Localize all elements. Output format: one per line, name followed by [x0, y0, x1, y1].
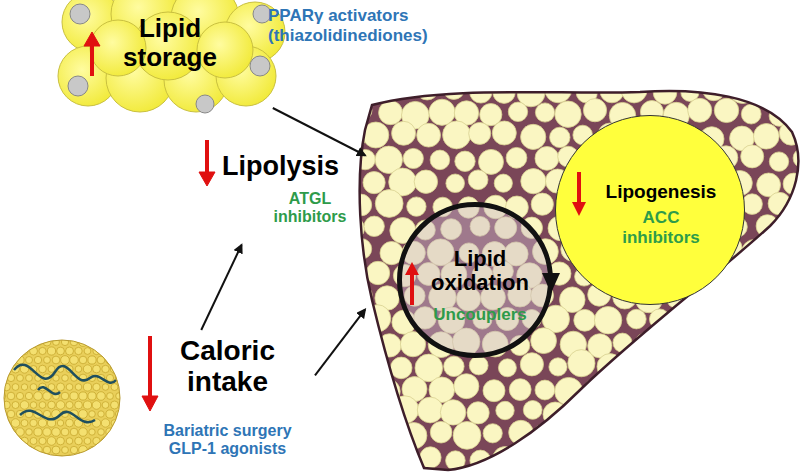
change-arrow	[572, 202, 586, 216]
liver-illustration	[336, 75, 800, 475]
node-title: Caloric intake	[160, 336, 295, 398]
change-arrow	[577, 172, 581, 204]
change-arrow	[405, 262, 419, 275]
drug-label: ATGL inhibitors	[260, 190, 360, 227]
drug-label: PPARγ activators (thiazolidinediones)	[268, 6, 448, 45]
flow-arrow	[315, 310, 365, 376]
node-title: Lipid storage	[108, 14, 232, 71]
flow-arrow	[273, 108, 365, 155]
drug-label: Bariatric surgery GLP-1 agonists	[150, 422, 305, 459]
adipose-cluster	[58, 0, 285, 112]
node-title: Lipogenesis	[591, 182, 731, 203]
node-title: Lipid oxidation	[412, 247, 548, 295]
node-title: Lipolysis	[222, 152, 362, 182]
oxidation-circle: Lipid oxidationUncouplers	[397, 202, 553, 358]
liver-node: Lipid oxidationUncouplersLipogenesisACC …	[365, 80, 800, 476]
drug-label: ACC inhibitors	[611, 208, 711, 247]
flow-arrow	[201, 245, 241, 330]
change-arrow	[410, 273, 414, 305]
cell-nucleus	[68, 4, 271, 113]
drug-label: Uncouplers	[412, 305, 548, 325]
fat-tissue-node: Lipid storage PPARγ activators (thiazolid…	[70, 0, 460, 108]
lipolysis-node: LipolysisATGL inhibitors	[200, 140, 366, 245]
caloric-intake-node: Caloric intakeBariatric surgery GLP-1 ag…	[140, 330, 315, 472]
cycle-arrowhead	[542, 273, 560, 293]
gut-illustration	[0, 338, 127, 464]
lipogenesis-circle: LipogenesisACC inhibitors	[555, 115, 745, 305]
